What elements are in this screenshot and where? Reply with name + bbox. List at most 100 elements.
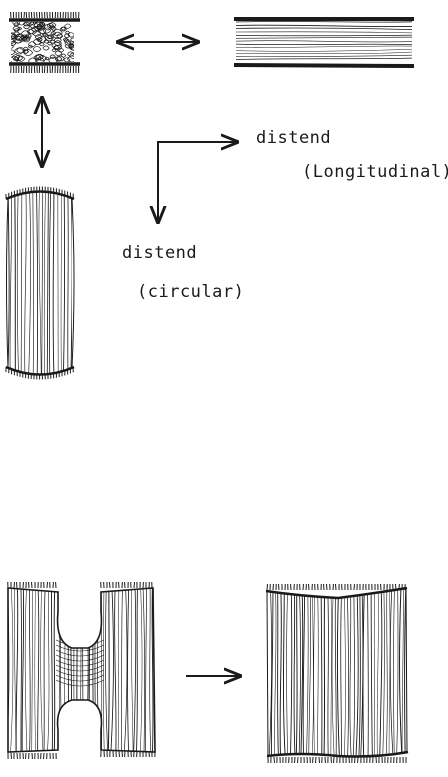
fiber-stroke (24, 25, 30, 29)
fiber-stroke (68, 182, 69, 384)
fiber-stroke (118, 586, 119, 754)
fiber-stroke (41, 586, 44, 754)
left-edge (267, 591, 268, 756)
fiber-stroke (405, 586, 406, 760)
fiber-stroke (61, 54, 66, 57)
longitudinally-stretched-tissue (234, 19, 414, 66)
fiber-stroke (43, 46, 49, 50)
fiber-stroke (11, 586, 13, 754)
fiber-stroke (389, 586, 390, 760)
label-distend-longitudinal: distend (256, 128, 331, 148)
fiber-stroke (377, 586, 378, 760)
fiber-stroke (344, 586, 345, 760)
compact-tissue-block (8, 12, 80, 73)
waisted-fiber-texture (7, 586, 158, 754)
vertical-fiber-texture (7, 182, 72, 384)
fiber-stroke (236, 46, 412, 48)
fiber-stroke (290, 586, 291, 760)
fiber-stroke (314, 586, 315, 760)
fiber-stroke (74, 586, 75, 754)
fiber-stroke (51, 586, 52, 754)
fiber-stroke (21, 586, 22, 754)
label-circular-paren: (circular) (137, 282, 244, 302)
tangled-fiber-texture (8, 19, 78, 64)
fiber-stroke (68, 586, 69, 754)
longitudinal-arrow (158, 142, 237, 222)
fiber-stroke (35, 586, 36, 754)
fiber-stroke (52, 49, 56, 52)
fiber-stroke (236, 21, 412, 22)
fiber-stroke (54, 586, 55, 754)
fiber-stroke (296, 586, 297, 760)
label-distend-circular: distend (122, 243, 197, 263)
fiber-stroke (356, 586, 358, 760)
fiber-stroke (236, 58, 412, 59)
fiber-stroke (64, 586, 65, 754)
fiber-stroke (335, 586, 336, 760)
fiber-stroke (236, 49, 412, 51)
fiber-stroke (45, 57, 49, 60)
fiber-stroke (47, 182, 48, 384)
fiber-stroke (136, 586, 137, 754)
fiber-stroke (33, 182, 34, 384)
fiber-stroke (25, 586, 27, 754)
fiber-stroke (236, 52, 412, 54)
fiber-stroke (50, 40, 55, 43)
fiber-stroke (299, 586, 301, 760)
fiber-stroke (124, 586, 127, 754)
fiber-stroke (301, 586, 303, 760)
fiber-stroke (131, 586, 133, 754)
fiber-stroke (156, 586, 158, 754)
fiber-stroke (108, 586, 109, 754)
fiber-stroke (71, 182, 72, 384)
fiber-stroke (303, 586, 304, 760)
fiber-stroke (111, 586, 114, 754)
horizontal-fiber-texture (236, 21, 412, 59)
fiber-stroke (328, 586, 329, 760)
fiber-stroke (9, 45, 14, 48)
fiber-stroke (95, 586, 96, 754)
fiber-stroke (8, 50, 15, 55)
fiber-stroke (21, 182, 22, 384)
fiber-stroke (332, 586, 334, 760)
fiber-stroke (278, 586, 279, 760)
fiber-stroke (306, 586, 308, 760)
fiber-stroke (39, 182, 41, 384)
fiber-stroke (275, 586, 276, 760)
fiber-stroke (236, 55, 412, 56)
fiber-stroke (30, 22, 34, 25)
fiber-stroke (115, 586, 117, 754)
circularly-stretched-tissue (6, 182, 74, 384)
fiber-stroke (359, 586, 361, 760)
fiber-stroke (86, 586, 88, 754)
label-longitudinal-paren: (Longitudinal) (302, 162, 448, 182)
fiber-stroke (143, 586, 145, 754)
fiber-stroke (280, 586, 281, 760)
fiber-stroke (58, 182, 59, 384)
fiber-stroke (236, 44, 412, 45)
fiber-stroke (49, 182, 51, 384)
fiber-stroke (363, 586, 364, 760)
fiber-stroke (43, 28, 51, 33)
fiber-stroke (371, 586, 372, 760)
fiber-stroke (390, 586, 393, 760)
distension-arrows (158, 142, 237, 222)
fiber-stroke (397, 586, 399, 760)
fiber-stroke (65, 24, 71, 28)
fiber-stroke (93, 586, 95, 754)
fiber-stroke (60, 586, 61, 754)
h-shaped-constricted-tissue (7, 582, 158, 759)
fiber-stroke (134, 586, 136, 754)
fiber-stroke (77, 586, 78, 754)
fiber-stroke (236, 35, 412, 36)
fiber-stroke (38, 586, 39, 754)
right-edge (406, 588, 407, 752)
fiber-stroke (44, 182, 45, 384)
fiber-stroke (321, 586, 322, 760)
fiber-stroke (394, 586, 395, 760)
fiber-stroke (29, 586, 30, 754)
fiber-stroke (140, 586, 142, 754)
fiber-stroke (63, 182, 64, 384)
fiber-stroke (400, 586, 403, 760)
fiber-stroke (236, 32, 412, 33)
